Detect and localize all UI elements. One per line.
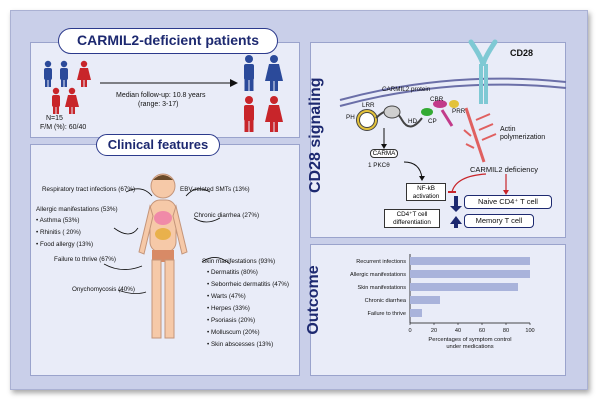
- clinical-left-2: • Asthma (53%): [36, 217, 80, 224]
- memory-t-box: Memory T cell: [464, 214, 534, 228]
- nfkb-box: NF-kB activation: [406, 183, 446, 201]
- patients-n: N=15: [46, 115, 63, 122]
- nfkb-line2: activation: [412, 193, 440, 200]
- category-label: Recurrent infections: [356, 259, 406, 265]
- domain-prr: PRR: [452, 108, 466, 115]
- domain-cbr: CBR: [430, 96, 444, 103]
- bar: [410, 296, 440, 304]
- cell-membrane: [339, 77, 567, 107]
- bar: [410, 270, 530, 278]
- signaling-title: CD28 signaling: [307, 77, 324, 193]
- x-tick-label: 40: [455, 328, 461, 334]
- actin-filament: [463, 107, 497, 163]
- x-axis-label-line1: Percentages of symptom control: [428, 337, 511, 343]
- bar: [410, 283, 518, 291]
- category-label: Allergic manifestations: [350, 272, 406, 278]
- cd4-diff-line2: differentiation: [393, 219, 431, 226]
- carmil2-protein-label: CARMIL2 protein: [382, 86, 431, 93]
- naive-cd4-box: Naive CD4⁺ T cell: [464, 195, 552, 209]
- followup-arrow: [100, 79, 238, 87]
- deficiency-inhibitors: [448, 173, 509, 195]
- clinical-right-1: Chronic diarrhea (27%): [194, 212, 260, 219]
- patient-icons-left: [44, 60, 91, 114]
- clinical-right-0: EBV-related SMTs (13%): [180, 186, 250, 193]
- patients-fm: F/M (%): 60/40: [40, 124, 87, 131]
- clinical-right-5: • Warts (47%): [207, 293, 246, 300]
- outcome-panel: [310, 244, 566, 376]
- deficiency-label: CARMIL2 deficiency: [470, 165, 538, 174]
- category-label: Chronic diarrhea: [365, 298, 407, 304]
- cd28-label: CD28: [510, 48, 534, 58]
- clinical-left-5: Failure to thrive (67%): [54, 256, 116, 263]
- x-tick-label: 0: [408, 328, 411, 334]
- clinical-right-3: • Dermatitis (80%): [207, 269, 258, 276]
- clinical-right-6: • Herpes (33%): [207, 305, 250, 312]
- outcome-title: Outcome: [305, 265, 322, 335]
- followup-line2: (range: 3-17): [138, 101, 179, 108]
- actin-line1: Actin: [500, 126, 516, 133]
- clinical-right-7: • Psoriasis (20%): [207, 317, 256, 324]
- carmil2-protein-diagram: [356, 100, 459, 131]
- signal-arrows: [381, 128, 425, 181]
- clinical-left-6: Onychomycosis (40%): [72, 286, 135, 293]
- clinical-left-1: Allergic manifestations (53%): [36, 206, 118, 213]
- patients-title: CARMIL2-deficient patients: [58, 28, 278, 54]
- followup-line1: Median follow-up: 10.8 years: [116, 92, 206, 99]
- clinical-right-4: • Seborrheic dermatitis (47%): [207, 281, 289, 288]
- child-body-figure: [138, 173, 188, 339]
- adult-icons: [244, 55, 283, 132]
- clinical-pointer-arrows: [103, 188, 231, 294]
- cd4-diff-line1: CD4⁺T cell: [396, 211, 428, 218]
- category-label: Skin manifestations: [357, 285, 406, 291]
- down-arrow-icon: [450, 196, 462, 228]
- clinical-right-2: Skin manifestations (93%): [202, 258, 276, 265]
- actin-line2: polymerization: [500, 134, 546, 141]
- bar: [410, 309, 422, 317]
- cd4-diff-box: CD4⁺T cell differentiation: [384, 209, 440, 228]
- clinical-left-0: Respiratory tract infections (67%): [42, 186, 136, 193]
- bar: [410, 257, 530, 265]
- x-tick-label: 80: [503, 328, 509, 334]
- carma-box: CARMA: [370, 149, 398, 158]
- clinical-right-8: • Molluscum (20%): [207, 329, 260, 336]
- clinical-title: Clinical features: [96, 134, 220, 156]
- clinical-left-3: • Rhinitis ( 20%): [36, 229, 81, 236]
- category-label: Failure to thrive: [367, 311, 406, 317]
- domain-hd: HD: [408, 118, 418, 125]
- clinical-right-9: • Skin abscesses (13%): [207, 341, 274, 348]
- x-tick-label: 60: [479, 328, 485, 334]
- x-axis-label-line2: under medications: [446, 344, 493, 350]
- domain-cp: CP: [428, 118, 437, 125]
- domain-lrr: LRR: [362, 102, 375, 109]
- pkco-label: 1 PKCθ: [368, 162, 390, 169]
- x-tick-label: 100: [525, 328, 534, 334]
- nfkb-line1: NF-kB: [417, 185, 435, 192]
- domain-ph: PH: [346, 114, 355, 121]
- clinical-left-4: • Food allergy (13%): [36, 241, 94, 248]
- cd28-receptor: [468, 39, 498, 104]
- x-tick-label: 20: [431, 328, 437, 334]
